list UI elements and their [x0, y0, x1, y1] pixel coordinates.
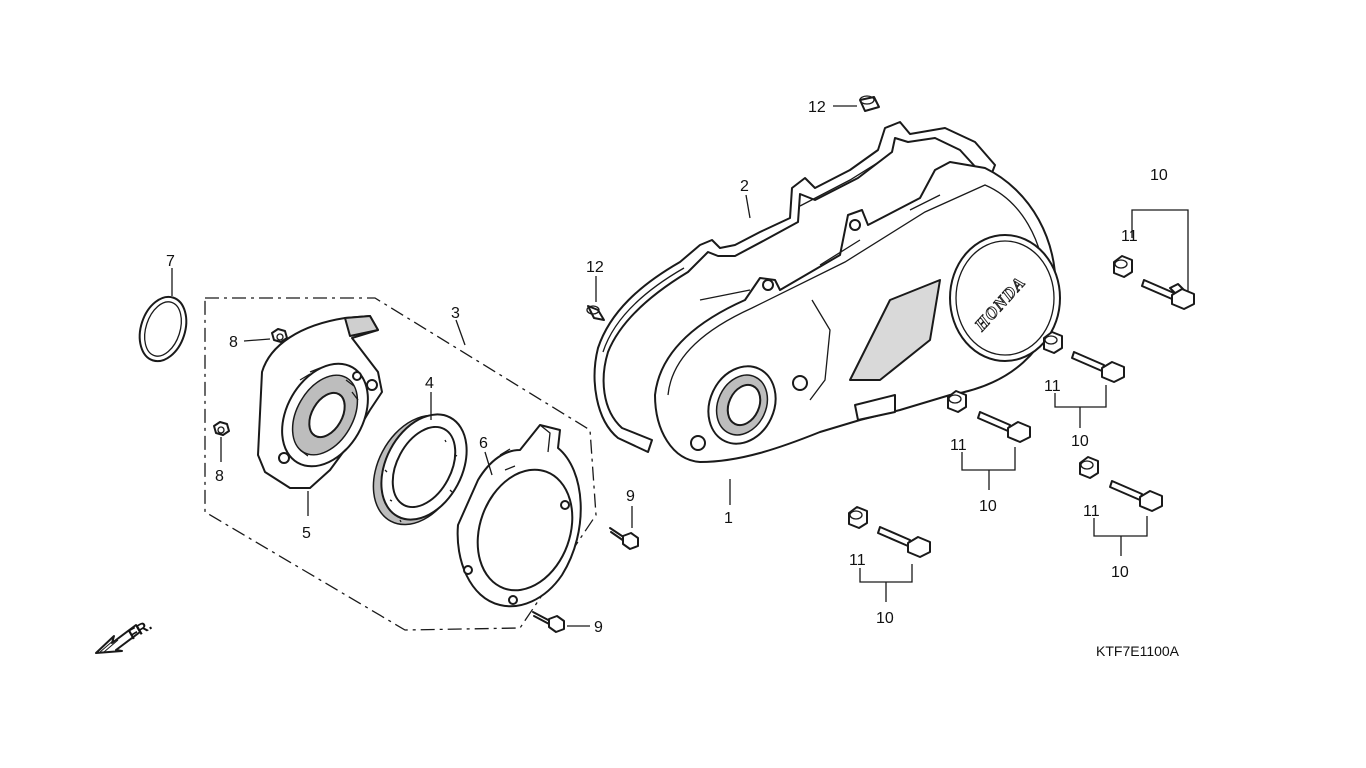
label-9b: 9: [594, 619, 603, 636]
o-ring-part-7[interactable]: [132, 291, 194, 367]
label-group-c-10: 10: [979, 498, 997, 515]
leader-8a: [243, 338, 271, 342]
leader-6: [484, 451, 493, 476]
label-9a: 9: [626, 488, 635, 505]
leader-group-e: [859, 564, 913, 583]
washer-part-11-group-b[interactable]: [1043, 331, 1063, 354]
leader-group-a: [1131, 209, 1189, 292]
leader-group-b: [1054, 385, 1107, 408]
label-group-e-10: 10: [876, 610, 894, 627]
front-direction-arrow-icon: [95, 624, 141, 654]
label-5: 5: [302, 525, 311, 542]
label-group-c-11: 11: [950, 437, 967, 454]
label-8a: 8: [229, 334, 238, 351]
label-group-e-11: 11: [849, 552, 866, 569]
bolt-part-9-lower[interactable]: [532, 611, 565, 633]
holder-part-5[interactable]: [257, 315, 385, 489]
leader-2: [745, 194, 751, 219]
crankcase-cover-part-1[interactable]: HONDA: [654, 161, 1061, 463]
cover-plate-part-6[interactable]: [456, 424, 589, 608]
nut-part-8-upper[interactable]: [271, 328, 288, 343]
seal-part-4[interactable]: [355, 400, 483, 540]
label-group-b-10: 10: [1071, 433, 1089, 450]
label-1: 1: [724, 510, 733, 527]
label-3: 3: [451, 305, 460, 322]
bolt-part-10-group-d[interactable]: [1109, 480, 1163, 512]
label-group-d-11: 11: [1083, 503, 1100, 520]
label-7: 7: [166, 253, 175, 270]
label-group-a-11: 11: [1121, 228, 1138, 245]
bolt-part-10-group-c[interactable]: [977, 411, 1031, 443]
washer-part-11-group-e[interactable]: [848, 506, 868, 529]
gasket-part-2[interactable]: [593, 121, 996, 453]
leader-group-d: [1093, 516, 1148, 537]
dowel-pin-part-12-top[interactable]: [859, 95, 880, 112]
label-2: 2: [740, 178, 749, 195]
label-group-a-10: 10: [1150, 167, 1168, 184]
bolt-part-10-group-b[interactable]: [1071, 351, 1125, 383]
label-12b: 12: [586, 259, 604, 276]
washer-part-11-group-a[interactable]: [1113, 255, 1133, 278]
label-4: 4: [425, 375, 434, 392]
label-8b: 8: [215, 468, 224, 485]
diagram-code: KTF7E1100A: [1096, 643, 1180, 659]
label-12a: 12: [808, 99, 826, 116]
washer-part-11-group-c[interactable]: [947, 390, 967, 413]
dowel-pin-part-12-left[interactable]: [586, 305, 605, 321]
label-6: 6: [479, 435, 488, 452]
label-group-d-10: 10: [1111, 564, 1129, 581]
bolt-part-9-upper[interactable]: [609, 527, 639, 550]
label-group-b-11: 11: [1044, 378, 1061, 395]
washer-part-11-group-d[interactable]: [1079, 456, 1099, 479]
leader-3: [455, 319, 466, 346]
bolt-part-10-group-e[interactable]: [877, 526, 931, 558]
leader-group-c: [961, 447, 1016, 471]
nut-part-8-lower[interactable]: [213, 421, 230, 436]
bolt-part-10-group-a[interactable]: [1141, 279, 1195, 310]
